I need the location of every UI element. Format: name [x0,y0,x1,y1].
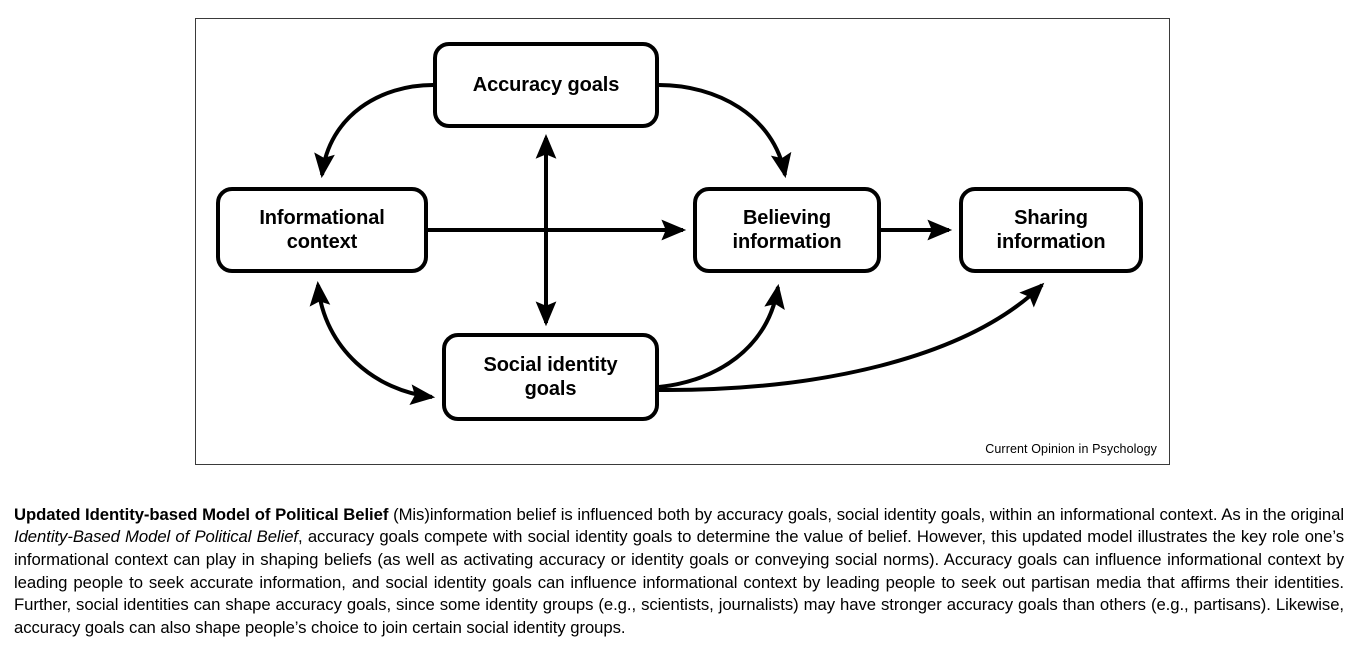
node-believing-information-label: Believing information [732,206,842,253]
figure-caption: Updated Identity-based Model of Politica… [14,504,1344,640]
journal-credit: Current Opinion in Psychology [985,442,1157,456]
edge-informational-social-bidirectional [309,281,436,406]
node-social-identity-goals-label: Social identity goals [483,353,618,400]
edge-social-to-believing [658,283,785,389]
edge-social-to-sharing [658,282,1045,393]
node-sharing-information-label: Sharing information [996,206,1106,253]
figure-arrows-canvas [309,83,1045,406]
node-informational-context: Informational context [216,187,428,273]
figure-caption-segment-1: (Mis)information belief is influenced bo… [388,504,1345,524]
figure-caption-segment-2: , accuracy goals compete with social ide… [14,527,1344,637]
node-social-identity-goals: Social identity goals [442,333,659,421]
edge-accuracy-to-informational [314,83,434,179]
node-informational-context-label: Informational context [259,206,385,253]
figure-frame: Accuracy goals Informational context Bel… [195,18,1170,465]
node-sharing-information: Sharing information [959,187,1143,273]
node-believing-information: Believing information [693,187,881,273]
figure-caption-italic-1: Identity-Based Model of Political Belief [14,527,299,547]
node-accuracy-goals: Accuracy goals [433,42,659,128]
edge-accuracy-to-believing [658,83,792,179]
figure-caption-title: Updated Identity-based Model of Politica… [14,504,389,524]
node-accuracy-goals-label: Accuracy goals [472,73,620,96]
